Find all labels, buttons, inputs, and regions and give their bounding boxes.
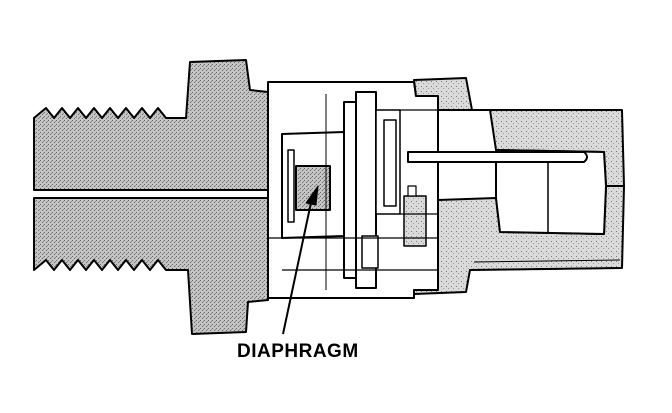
diaphragm-callout-label: DIAPHRAGM — [237, 341, 359, 362]
diaphragm-leader-line — [282, 197, 313, 335]
connector-socket — [495, 149, 607, 235]
lower-threaded-fitting — [33, 197, 269, 335]
upper-threaded-fitting — [33, 59, 269, 191]
diaphragm-arrowhead — [305, 185, 319, 206]
terminal-pin — [407, 151, 588, 163]
